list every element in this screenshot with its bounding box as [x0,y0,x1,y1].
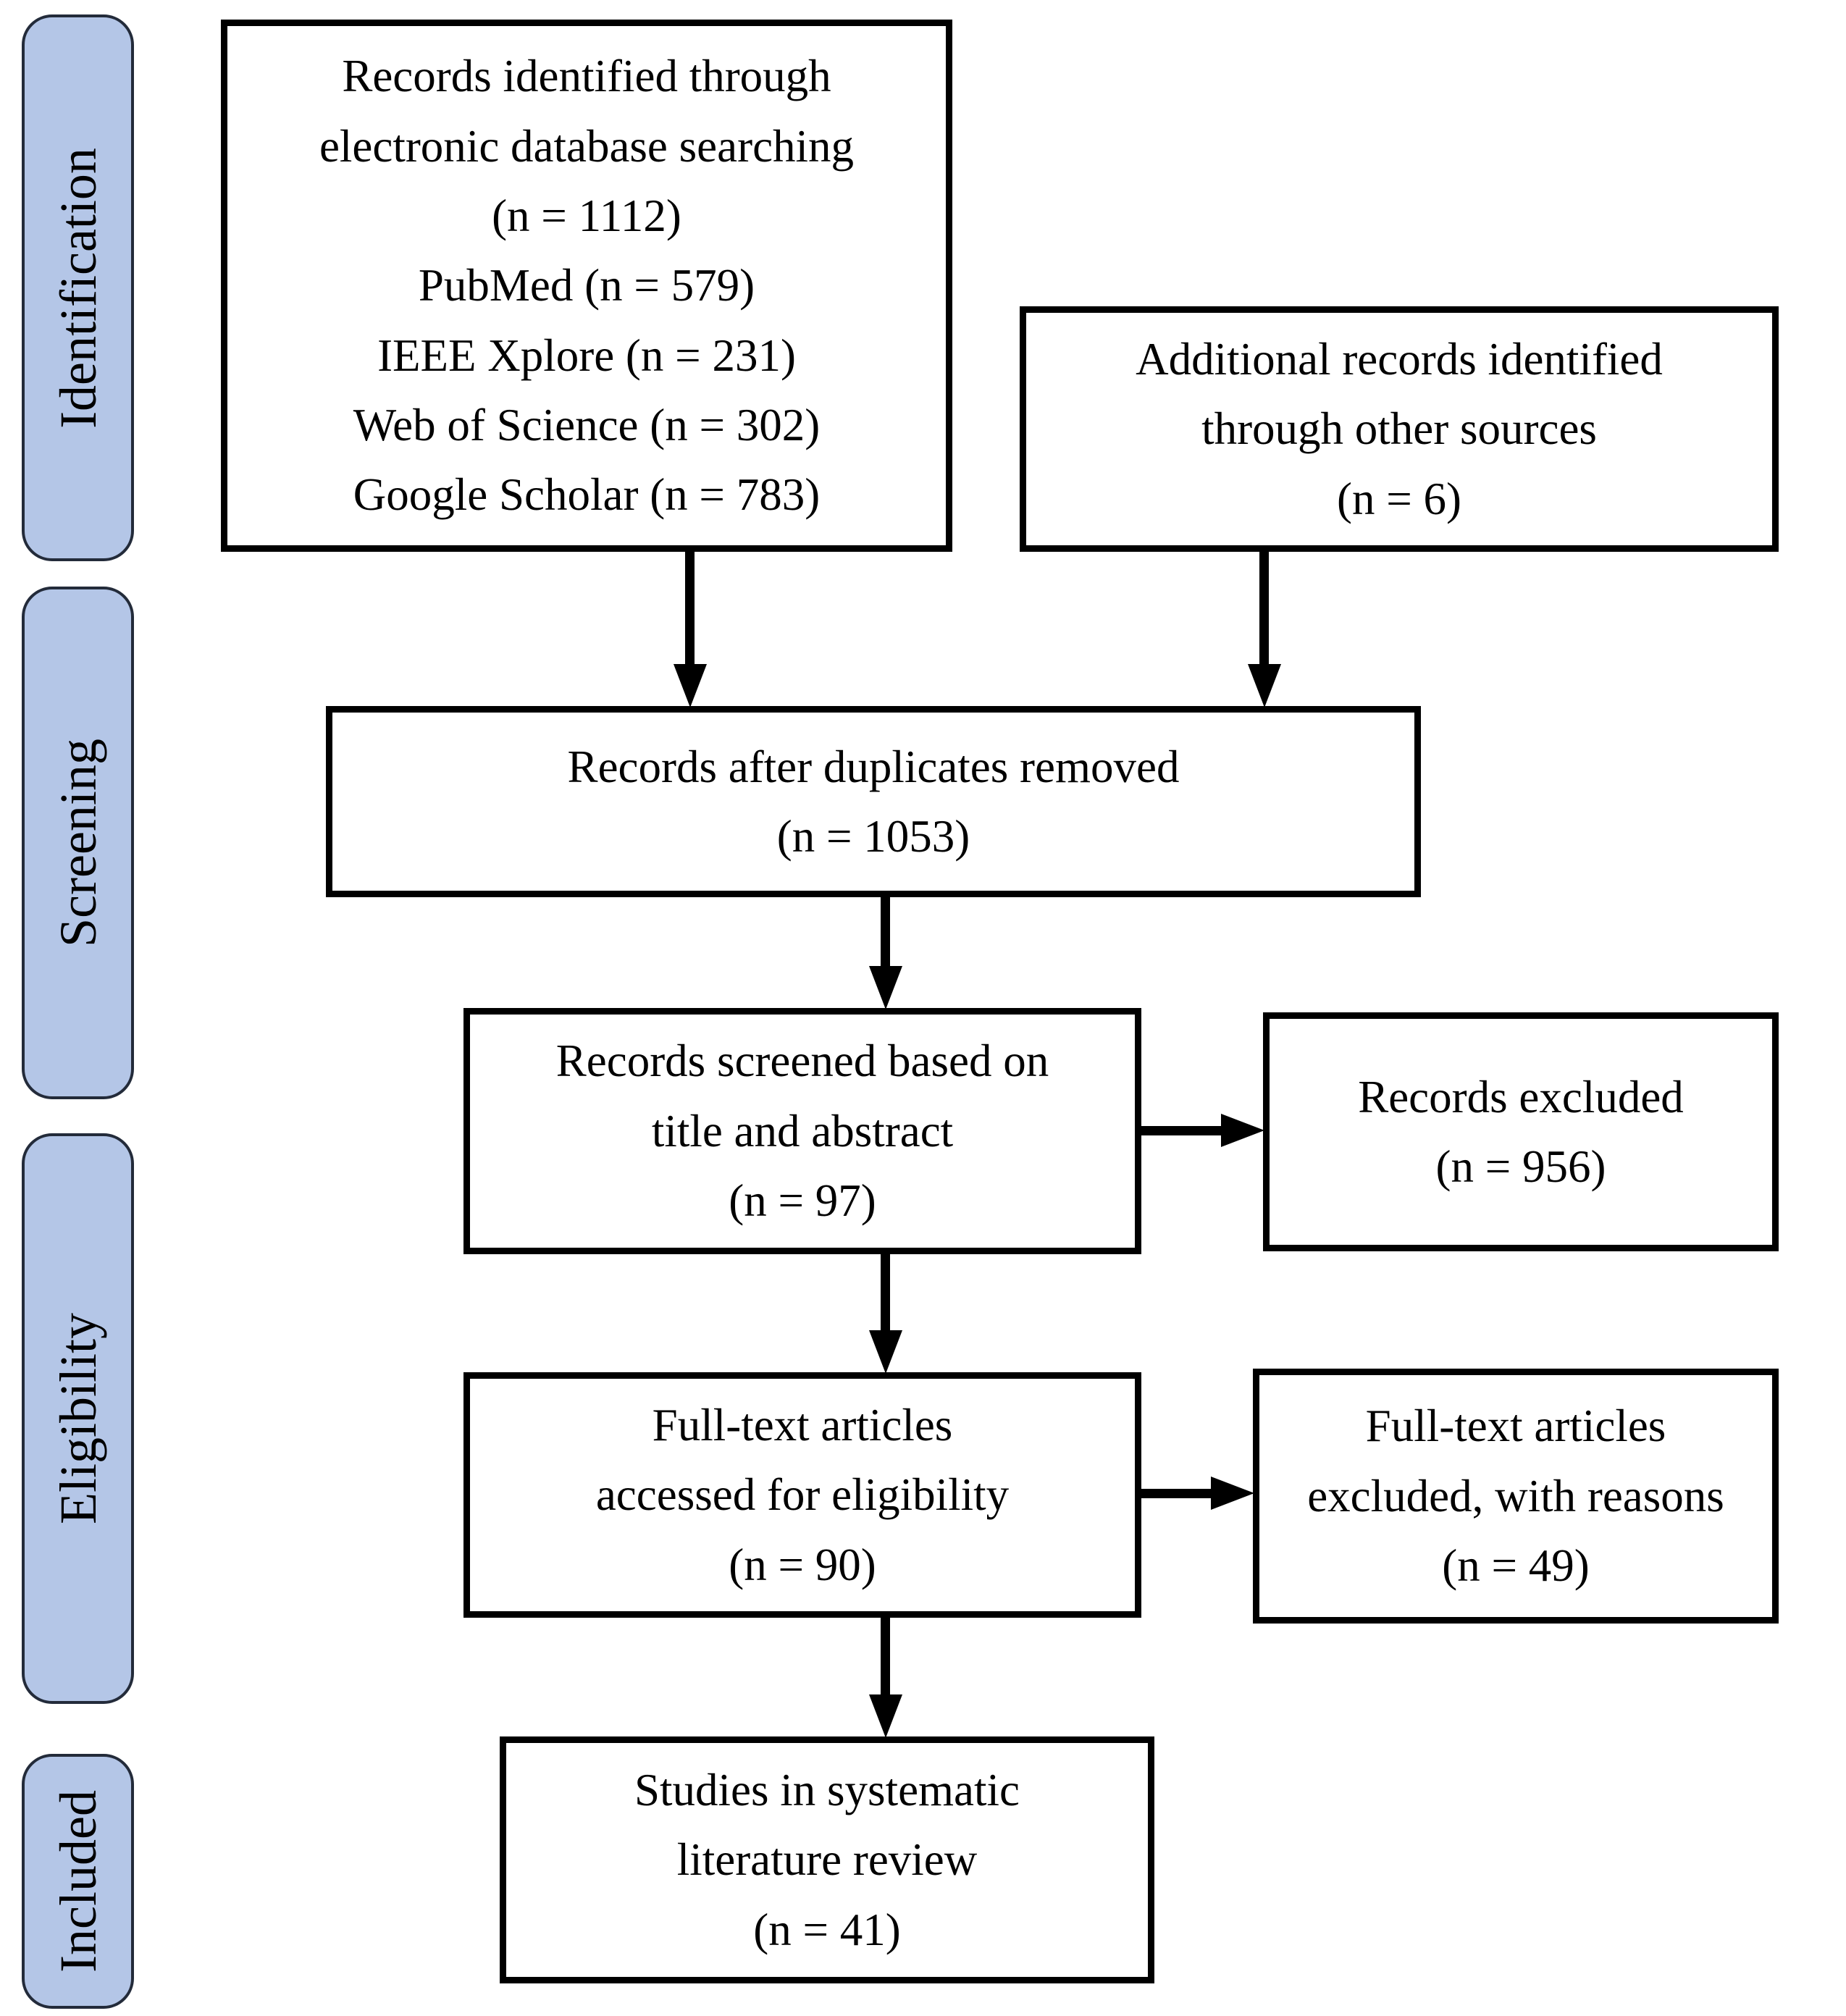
box-line: excluded, with reasons [1307,1470,1724,1521]
arrow-fulltext-to-ftexcluded [1141,1489,1212,1498]
box-line: Full-text articles [652,1399,953,1450]
arrow-additional-to-duplicates [1259,550,1269,666]
box-studies-included: Studies in systematic literature review … [500,1736,1154,1983]
phase-box-eligibility: Eligibility [22,1133,134,1704]
box-line: (n = 1112) [492,190,681,241]
arrow-fulltext-to-studies [881,1616,890,1694]
box-line: Google Scholar (n = 783) [353,469,821,521]
phase-label-eligibility: Eligibility [49,1312,107,1525]
box-line: Additional records identified [1136,333,1663,385]
box-line: Records identified through [342,51,831,102]
box-line: Records excluded [1358,1071,1684,1122]
phase-label-identification: Identification [49,147,107,429]
box-line: Studies in systematic [634,1764,1020,1815]
arrow-head-fulltext-to-studies [869,1694,902,1738]
arrow-head-screened-to-excluded [1221,1114,1264,1147]
box-line: literature review [676,1834,978,1886]
box-line: Records after duplicates removed [567,741,1180,792]
box-fulltext-excluded: Full-text articles excluded, with reason… [1253,1369,1779,1624]
box-line: Records screened based on [555,1036,1049,1087]
phase-box-identification: Identification [22,14,134,561]
box-fulltext-accessed: Full-text articles accessed for eligibil… [463,1372,1141,1618]
box-line: (n = 90) [729,1539,876,1590]
arrow-duplicates-to-screened [881,896,890,967]
box-line: (n = 41) [753,1904,901,1955]
box-line: title and abstract [651,1105,954,1156]
arrow-screened-to-excluded [1141,1126,1222,1135]
box-line: (n = 97) [729,1175,876,1227]
box-line: Full-text articles [1365,1400,1666,1452]
phase-label-included: Included [49,1790,107,1973]
box-line: IEEE Xplore (n = 231) [377,329,796,381]
box-line: PubMed (n = 579) [418,260,755,311]
box-records-screened: Records screened based on title and abst… [463,1008,1141,1254]
box-line: Web of Science (n = 302) [353,400,821,451]
box-duplicates-removed: Records after duplicates removed (n = 10… [326,706,1421,897]
box-additional-records: Additional records identified through ot… [1020,306,1779,552]
box-line: (n = 49) [1442,1540,1590,1592]
arrow-identified-to-duplicates [685,550,695,666]
arrow-head-duplicates-to-screened [869,966,902,1009]
arrow-head-fulltext-to-ftexcluded [1211,1477,1254,1510]
phase-box-included: Included [22,1754,134,2009]
phase-box-screening: Screening [22,587,134,1099]
phase-label-screening: Screening [49,739,107,947]
box-line: (n = 6) [1337,473,1461,524]
box-records-excluded: Records excluded (n = 956) [1263,1012,1779,1251]
box-line: accessed for eligibility [595,1469,1010,1521]
arrow-screened-to-fulltext [881,1253,890,1331]
arrow-head-additional-to-duplicates [1248,664,1281,707]
arrow-head-screened-to-fulltext [869,1330,902,1374]
box-line: electronic database searching [319,120,855,172]
arrow-head-identified-to-duplicates [674,664,707,707]
box-line: through other sources [1201,403,1597,455]
box-line: (n = 1053) [776,811,970,862]
box-line: (n = 956) [1435,1141,1606,1192]
box-records-identified: Records identified through electronic da… [221,20,952,552]
